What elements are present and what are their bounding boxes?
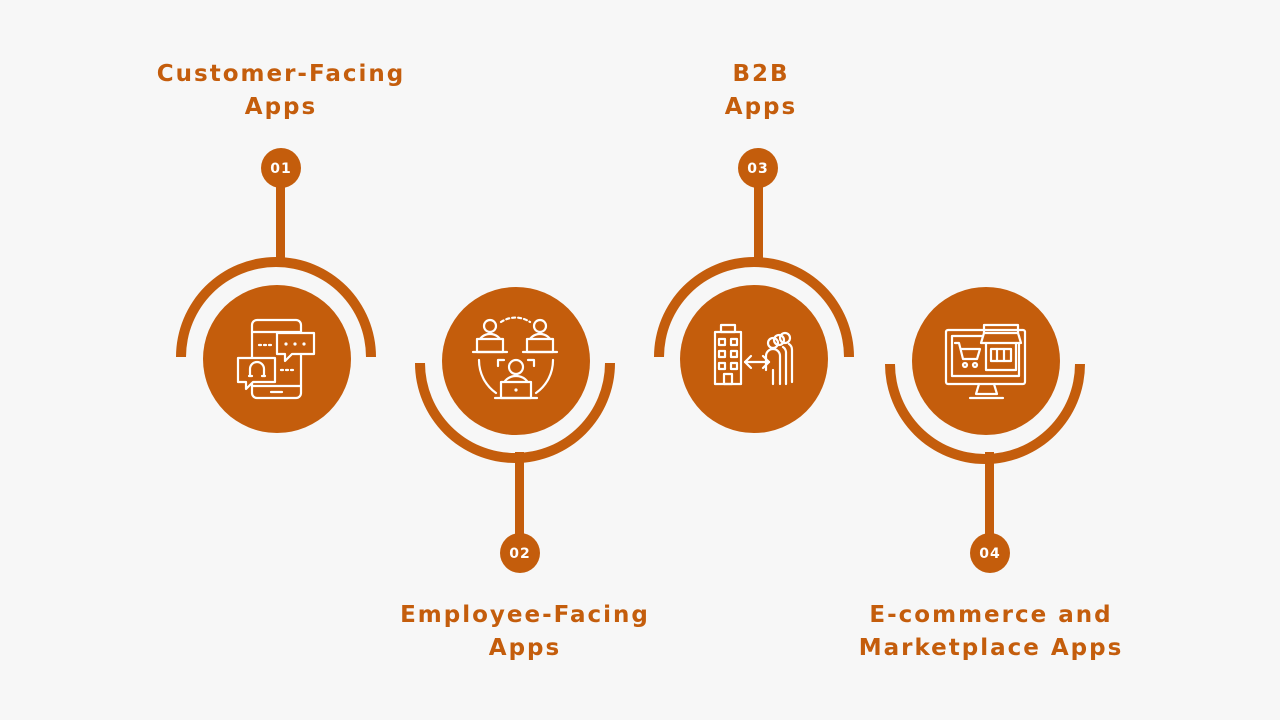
step-2-badge — [500, 533, 540, 573]
step-3-title-line2: Apps — [724, 94, 798, 120]
step-4-connector — [985, 452, 994, 542]
step-2-title-line1: Employee-Facing — [400, 602, 650, 628]
step-3-circle — [680, 285, 828, 433]
step-1-circle — [203, 285, 351, 433]
step-4-arc — [885, 364, 1085, 464]
step-1-title: Customer-Facing Apps — [140, 58, 422, 124]
step-1-title-line2: Apps — [244, 94, 318, 120]
step-4-node: 04 — [885, 287, 1085, 573]
step-3-badge — [738, 148, 778, 188]
chat-support-icon — [236, 318, 316, 400]
step-2-arc — [415, 363, 615, 463]
step-3-node: 03 — [654, 148, 854, 433]
step-1-connector — [276, 180, 285, 264]
step-1-number: 01 — [270, 161, 291, 177]
step-2-number: 02 — [509, 546, 530, 562]
step-1-badge — [261, 148, 301, 188]
step-2-connector — [515, 452, 524, 542]
step-4-title-line1: E-commerce and — [869, 602, 1113, 628]
step-4-number: 04 — [979, 546, 1000, 562]
step-1-node: 01 — [176, 148, 376, 433]
step-3-connector — [754, 180, 763, 264]
step-3-title: B2B Apps — [620, 58, 902, 124]
step-4-title-line2: Marketplace Apps — [858, 635, 1124, 661]
team-network-icon — [471, 316, 559, 400]
business-exchange-icon — [713, 323, 794, 386]
step-2-title: Employee-Facing Apps — [384, 599, 666, 665]
step-4-title: E-commerce and Marketplace Apps — [830, 599, 1152, 665]
step-2-title-line2: Apps — [488, 635, 562, 661]
step-1-title-line1: Customer-Facing — [156, 61, 406, 87]
step-3-title-line1: B2B — [732, 61, 790, 87]
step-1-arc — [176, 257, 376, 357]
online-store-icon — [944, 323, 1027, 400]
step-4-badge — [970, 533, 1010, 573]
step-3-arc — [654, 257, 854, 357]
step-2-node: 02 — [415, 287, 615, 573]
step-3-number: 03 — [747, 161, 768, 177]
